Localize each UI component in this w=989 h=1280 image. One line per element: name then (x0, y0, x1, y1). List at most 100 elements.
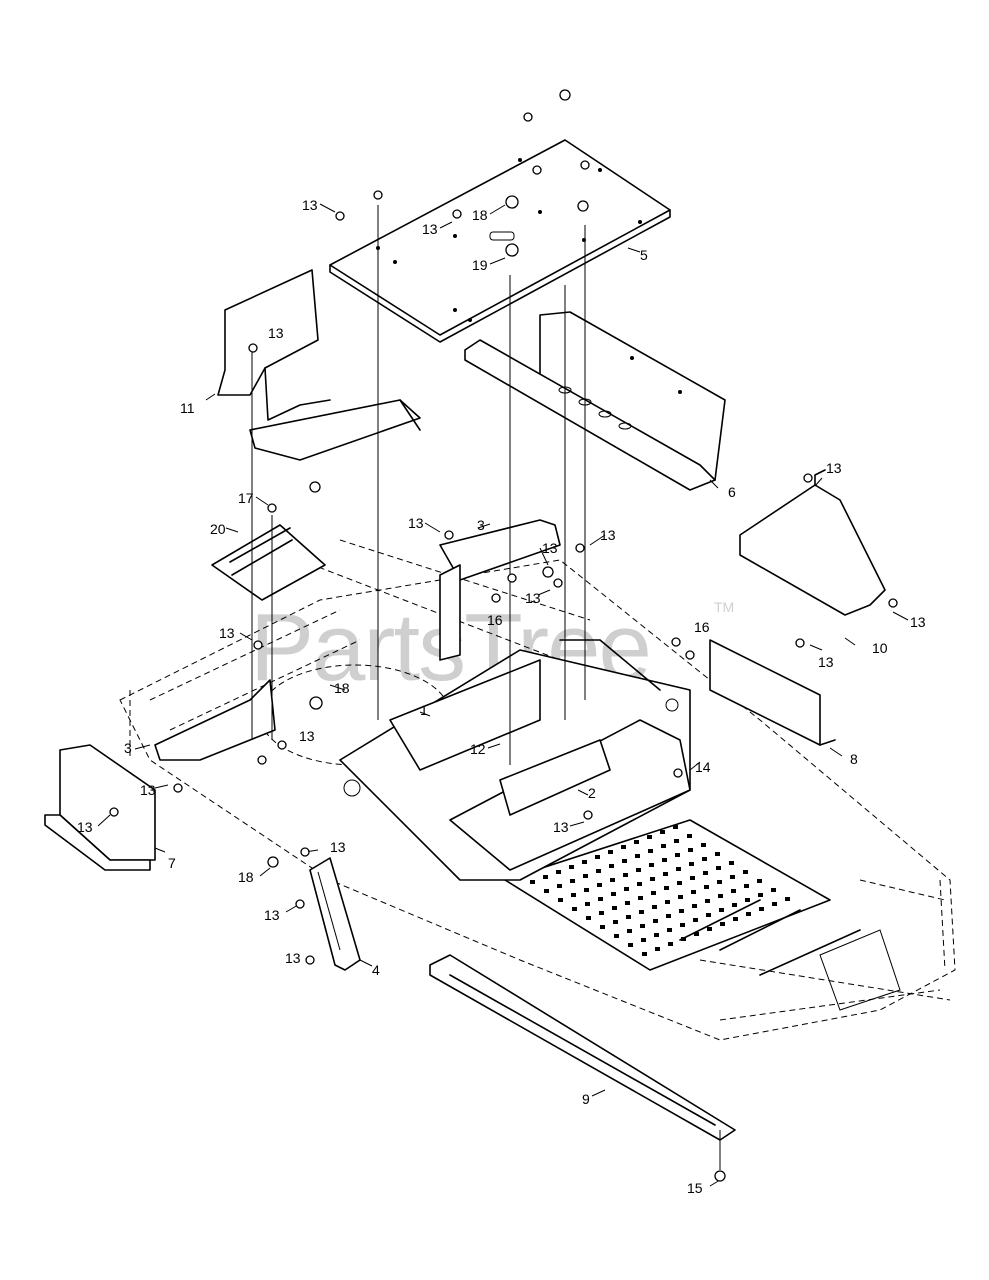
floor-hole (623, 873, 628, 877)
callout-label: 13 (542, 540, 558, 556)
watermark-trademark: TM (714, 599, 734, 615)
callout-label: 4 (372, 962, 380, 978)
floor-hole (572, 907, 577, 911)
callout-label: 17 (238, 490, 254, 506)
callout-label: 13 (525, 590, 541, 606)
floor-hole (673, 825, 678, 829)
floor-hole (693, 918, 698, 922)
floor-hole (679, 909, 684, 913)
floor-hole (661, 844, 666, 848)
floor-hole (668, 942, 673, 946)
callout-label: 13 (826, 460, 842, 476)
floor-hole (689, 862, 694, 866)
callout-label: 20 (210, 521, 226, 537)
floor-hole (556, 870, 561, 874)
callout-label: 13 (285, 950, 301, 966)
floor-hole (648, 849, 653, 853)
floor-hole (772, 902, 777, 906)
floor-hole (662, 858, 667, 862)
callout-label: 15 (687, 1180, 703, 1196)
floor-hole (608, 850, 613, 854)
floor-hole (694, 932, 699, 936)
floor-hole (597, 883, 602, 887)
floor-hole (640, 924, 645, 928)
floor-hole (666, 914, 671, 918)
floor-hole (744, 884, 749, 888)
floor-hole (678, 895, 683, 899)
floor-hole (655, 947, 660, 951)
part-20-small-bracket (211, 524, 326, 601)
callout-label: 16 (487, 612, 503, 628)
part-6-rear-shroud (464, 311, 726, 491)
floor-hole (628, 943, 633, 947)
callout-label: 8 (850, 751, 858, 767)
floor-hole (624, 887, 629, 891)
floor-hole (634, 840, 639, 844)
floor-hole (530, 880, 535, 884)
callout-label: 18 (238, 869, 254, 885)
floor-hole (638, 896, 643, 900)
fastener-icons (109, 89, 898, 1182)
floor-hole (676, 867, 681, 871)
floor-hole (582, 860, 587, 864)
floor-hole (621, 845, 626, 849)
floor-hole (707, 927, 712, 931)
floor-hole (654, 933, 659, 937)
floor-hole (717, 880, 722, 884)
floor-hole (585, 902, 590, 906)
callout-label: 13 (600, 527, 616, 543)
part-9-side-rail (429, 954, 736, 1141)
floor-hole (544, 889, 549, 893)
callout-label: 10 (872, 640, 888, 656)
floor-hole (664, 886, 669, 890)
floor-hole (688, 848, 693, 852)
floor-hole (733, 917, 738, 921)
floor-hole (627, 929, 632, 933)
floor-hole (584, 888, 589, 892)
callout-label: 3 (477, 517, 485, 533)
part-4-gauge-plate (309, 857, 361, 971)
callout-label: 13 (408, 515, 424, 531)
floor-hole (705, 899, 710, 903)
callout-label: 6 (728, 484, 736, 500)
callout-labels: 13 13 18 19 5 13 11 6 17 20 13 3 13 13 1… (77, 197, 926, 1196)
floor-hole (731, 889, 736, 893)
floor-hole (702, 857, 707, 861)
floor-hole (743, 870, 748, 874)
callout-label: 13 (299, 728, 315, 744)
floor-hole (636, 868, 641, 872)
callout-label: 13 (219, 625, 235, 641)
floor-hole (637, 882, 642, 886)
floor-hole (703, 871, 708, 875)
floor-hole (667, 928, 672, 932)
floor-hole (635, 854, 640, 858)
callout-label: 13 (910, 614, 926, 630)
floor-hole (653, 919, 658, 923)
callout-label: 13 (302, 197, 318, 213)
callout-label: 7 (168, 855, 176, 871)
floor-hole (639, 910, 644, 914)
callout-label: 19 (472, 257, 488, 273)
floor-hole (757, 879, 762, 883)
callout-label: 13 (268, 325, 284, 341)
part-5-seat-plate (329, 139, 671, 343)
assembly-lines (251, 205, 721, 1170)
floor-hole (612, 906, 617, 910)
callout-label: 13 (77, 819, 93, 835)
floor-hole (611, 892, 616, 896)
floor-hole (571, 893, 576, 897)
callout-label: 13 (422, 221, 438, 237)
floor-hole (675, 853, 680, 857)
floor-hole (660, 830, 665, 834)
leader-lines (97, 203, 909, 1187)
callout-label: 13 (818, 654, 834, 670)
floor-hole (746, 912, 751, 916)
floor-hole (613, 920, 618, 924)
floor-hole (719, 908, 724, 912)
floor-hole (558, 898, 563, 902)
floor-hole (720, 922, 725, 926)
floor-hole (652, 905, 657, 909)
floor-hole (625, 901, 630, 905)
callout-label: 13 (553, 819, 569, 835)
